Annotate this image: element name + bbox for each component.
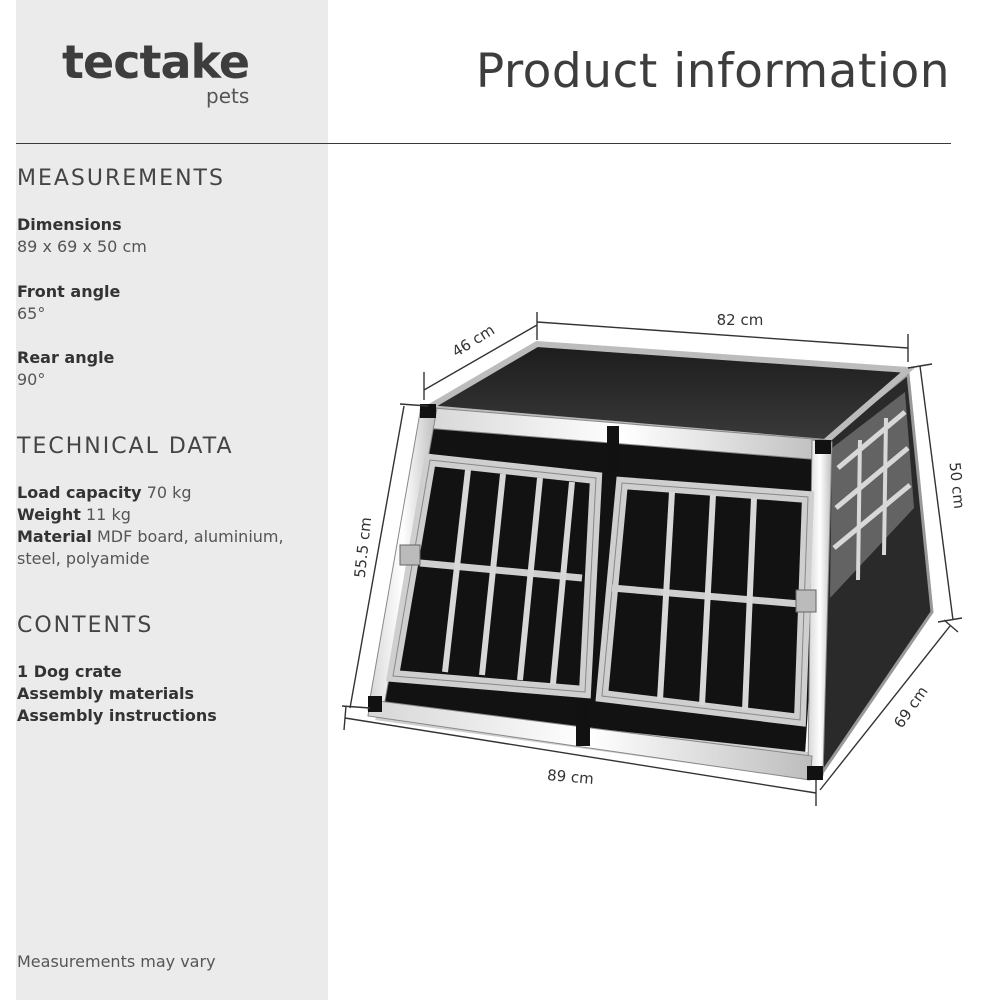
page-title: Product information bbox=[475, 44, 950, 99]
spec-label: Material bbox=[17, 527, 92, 546]
measurements-heading: MEASUREMENTS bbox=[17, 166, 225, 191]
contents-heading: CONTENTS bbox=[17, 613, 154, 638]
footnote: Measurements may vary bbox=[17, 952, 216, 971]
spec-dimensions: Dimensions 89 x 69 x 50 cm bbox=[17, 214, 147, 258]
brand-name: tectake bbox=[62, 35, 250, 89]
spec-load-capacity: Load capacity 70 kg bbox=[17, 482, 284, 504]
sidebar-panel bbox=[16, 0, 328, 1000]
crate-body bbox=[367, 340, 934, 781]
spec-material-cont: steel, polyamide bbox=[17, 549, 150, 568]
spec-rear-angle: Rear angle 90° bbox=[17, 347, 114, 391]
dim-front-height: 55.5 cm bbox=[351, 516, 375, 579]
spec-value: 90° bbox=[17, 370, 46, 389]
spec-label: Load capacity bbox=[17, 483, 142, 502]
list-item: Assembly instructions bbox=[17, 706, 217, 725]
spec-value: 89 x 69 x 50 cm bbox=[17, 237, 147, 256]
dim-bottom-depth: 69 cm bbox=[890, 683, 932, 732]
right-door bbox=[595, 476, 817, 727]
spec-label: Rear angle bbox=[17, 348, 115, 367]
brand-sub: pets bbox=[206, 84, 250, 108]
spec-label: Dimensions bbox=[17, 215, 122, 234]
spec-material: Material MDF board, aluminium, bbox=[17, 526, 284, 548]
spec-front-angle: Front angle 65° bbox=[17, 281, 120, 325]
list-item: Assembly materials bbox=[17, 684, 195, 703]
header-divider bbox=[16, 143, 951, 144]
contents-list: 1 Dog crate Assembly materials Assembly … bbox=[17, 661, 217, 727]
spec-value: 70 kg bbox=[146, 483, 192, 502]
spec-label: Weight bbox=[17, 505, 81, 524]
list-item: 1 Dog crate bbox=[17, 662, 122, 681]
dim-top-width: 82 cm bbox=[717, 311, 764, 329]
spec-value: 11 kg bbox=[86, 505, 131, 524]
spec-value: 65° bbox=[17, 304, 46, 323]
technical-heading: TECHNICAL DATA bbox=[17, 434, 234, 459]
side-window bbox=[832, 410, 912, 581]
dim-top-depth: 46 cm bbox=[449, 321, 498, 361]
brand-logo: tectake pets bbox=[62, 35, 262, 108]
spec-label: Front angle bbox=[17, 282, 121, 301]
spec-value: MDF board, aluminium, bbox=[96, 527, 284, 546]
technical-list: Load capacity 70 kg Weight 11 kg Materia… bbox=[17, 482, 284, 570]
dim-bottom-width: 89 cm bbox=[546, 766, 594, 788]
dim-rear-height: 50 cm bbox=[946, 461, 969, 509]
spec-weight: Weight 11 kg bbox=[17, 504, 284, 526]
dimension-lines bbox=[341, 312, 963, 806]
left-door bbox=[385, 453, 603, 699]
